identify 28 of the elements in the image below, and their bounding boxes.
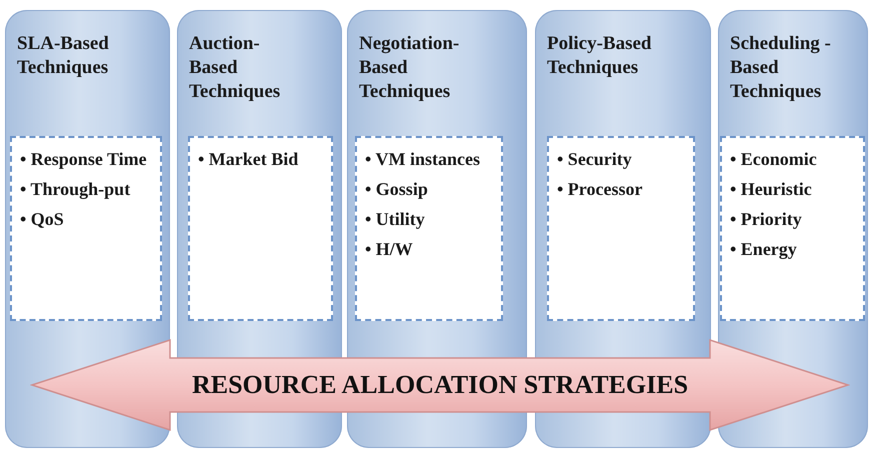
dashed-list-box bbox=[547, 136, 695, 321]
dashed-list-box bbox=[10, 136, 162, 321]
dashed-list-box bbox=[720, 136, 865, 321]
bullet-item: • Market Bid bbox=[198, 148, 300, 170]
bullet-item: • Response Time bbox=[20, 148, 148, 170]
bullet-item: • Through-put bbox=[20, 178, 132, 200]
bullet-item: • H/W bbox=[365, 238, 414, 260]
bullet-item: • Heuristic bbox=[730, 178, 813, 200]
dashed-list-box bbox=[188, 136, 333, 321]
arrow-label: RESOURCE ALLOCATION STRATEGIES bbox=[190, 369, 690, 401]
bullet-item: • VM instances bbox=[365, 148, 481, 170]
bullet-item: • Security bbox=[557, 148, 633, 170]
bullet-item: • Gossip bbox=[365, 178, 429, 200]
dashed-list-box bbox=[355, 136, 503, 321]
column-heading: Auction-Based Techniques bbox=[189, 32, 282, 104]
bullet-item: • Processor bbox=[557, 178, 644, 200]
category-column bbox=[5, 10, 170, 448]
column-heading: Policy-Based Techniques bbox=[547, 32, 652, 80]
bullet-item: • Economic bbox=[730, 148, 818, 170]
bullet-item: • Priority bbox=[730, 208, 803, 230]
category-column bbox=[718, 10, 868, 448]
column-heading: Negotiation-Based Techniques bbox=[359, 32, 460, 104]
bullet-item: • Energy bbox=[730, 238, 798, 260]
bullet-item: • QoS bbox=[20, 208, 65, 230]
column-heading: Scheduling -Based Techniques bbox=[730, 32, 832, 104]
bullet-item: • Utility bbox=[365, 208, 426, 230]
double-headed-arrow bbox=[30, 338, 850, 432]
column-heading: SLA-Based Techniques bbox=[17, 32, 110, 80]
